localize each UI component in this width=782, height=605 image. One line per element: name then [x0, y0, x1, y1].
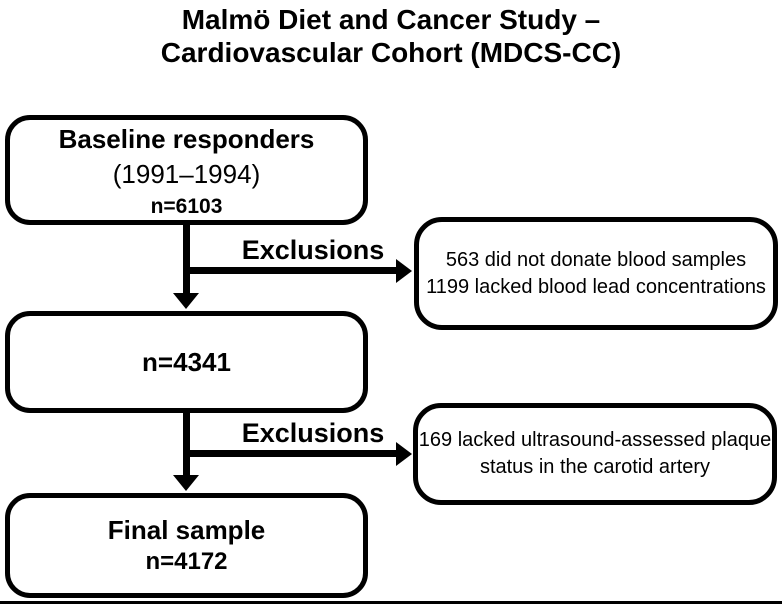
- intermediate-box-n: n=4341: [142, 346, 231, 377]
- final-box-n: n=4172: [145, 548, 228, 575]
- baseline-box-title: Baseline responders: [58, 123, 315, 154]
- arrow-down-icon-2: [173, 475, 199, 491]
- exclusions-label-1: Exclusions: [241, 235, 385, 265]
- exclusion-2-line2: status in the carotid artery: [479, 456, 711, 478]
- exclusion-1-line2: 1199 lacked blood lead concentrations: [426, 275, 766, 298]
- exclusions-label-2: Exclusions: [241, 418, 385, 448]
- figure-title: Malmö Diet and Cancer Study – Cardiovasc…: [0, 3, 782, 69]
- connector-vertical-1: [183, 223, 190, 295]
- exclusion-box-2: 169 lacked ultrasound-assessed plaque st…: [413, 403, 777, 505]
- baseline-box-n: n=6103: [150, 194, 223, 218]
- connector-vertical-2: [183, 411, 190, 477]
- final-sample-box: Final sample n=4172: [5, 493, 368, 598]
- figure-title-line2: Cardiovascular Cohort (MDCS-CC): [160, 37, 622, 68]
- final-box-title: Final sample: [107, 515, 266, 545]
- exclusion-1-line1: 563 did not donate blood samples: [445, 248, 747, 271]
- figure-bottom-border: [0, 601, 782, 604]
- connector-horizontal-1: [186, 267, 398, 274]
- figure-title-line1: Malmö Diet and Cancer Study –: [181, 4, 601, 35]
- intermediate-sample-box: n=4341: [5, 311, 368, 413]
- baseline-responders-box: Baseline responders (1991–1994) n=6103: [5, 115, 368, 225]
- baseline-box-years: (1991–1994): [112, 158, 261, 189]
- exclusion-box-1: 563 did not donate blood samples 1199 la…: [414, 217, 778, 330]
- arrow-right-icon-1: [396, 259, 412, 283]
- connector-horizontal-2: [186, 450, 398, 457]
- arrow-right-icon-2: [396, 442, 412, 466]
- exclusion-2-line1: 169 lacked ultrasound-assessed plaque: [418, 429, 772, 451]
- arrow-down-icon-1: [173, 293, 199, 309]
